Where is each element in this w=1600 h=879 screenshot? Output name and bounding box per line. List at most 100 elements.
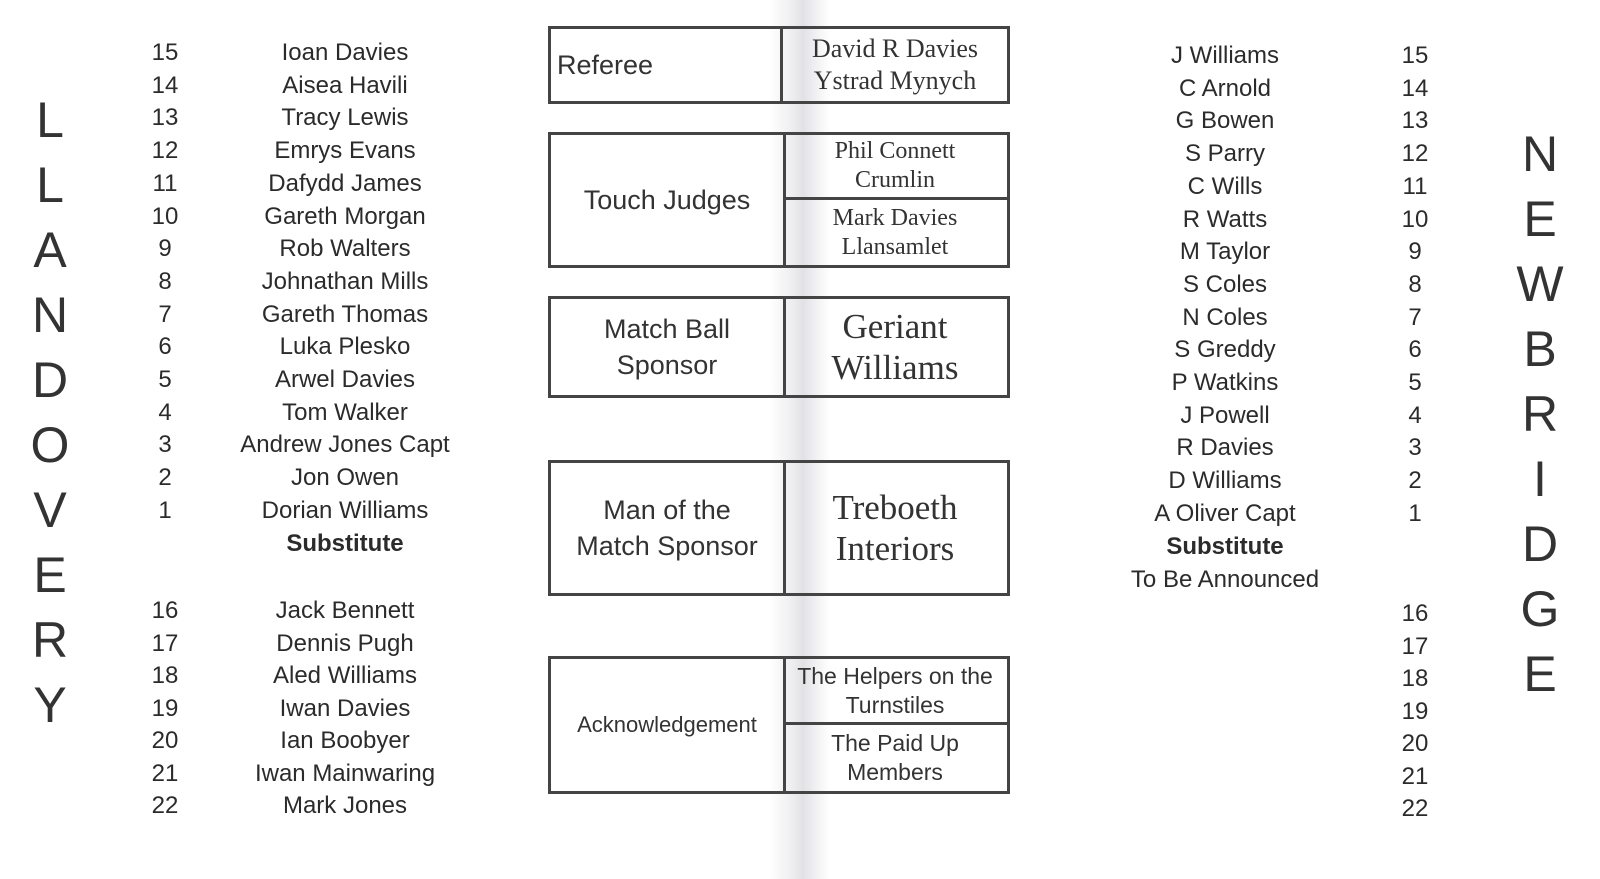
player-row: 3 Andrew Jones Capt xyxy=(0,430,520,460)
player-number: 19 xyxy=(151,694,179,722)
player-name: S Parry xyxy=(1184,140,1265,168)
referee-location: Ystrad Mynych xyxy=(813,66,977,95)
substitute-row: 22 xyxy=(0,794,1460,824)
man-of-match-label-line1: Man of the xyxy=(603,495,731,525)
substitute-row: 18 xyxy=(0,664,1460,694)
player-name: Jon Owen xyxy=(290,464,400,492)
man-of-match-sponsor-box: Man of the Match Sponsor Treboeth Interi… xyxy=(548,460,1010,596)
player-name: N Coles xyxy=(1182,303,1268,331)
player-name: C Arnold xyxy=(1178,74,1272,102)
player-name: Emrys Evans xyxy=(274,137,416,165)
player-number: 18 xyxy=(151,662,179,689)
player-row: S Coles 8 xyxy=(0,270,1460,300)
team-name-letter: Y xyxy=(33,677,67,733)
touch-judges-box: Touch Judges Phil Connett Crumlin Mark D… xyxy=(548,132,1010,268)
team-name-letter: A xyxy=(33,222,67,278)
player-number: 9 xyxy=(158,235,172,263)
match-ball-sponsor-line2: Williams xyxy=(831,348,959,387)
match-ball-sponsor-line1: Geriant xyxy=(842,307,948,346)
player-number: 12 xyxy=(151,137,179,165)
referee-label-text: Referee xyxy=(557,50,654,80)
player-number: 15 xyxy=(1401,42,1429,69)
referee-box: Referee David R Davies Ystrad Mynych xyxy=(548,26,1010,104)
player-name: A Oliver Capt xyxy=(1154,499,1296,527)
player-name: Arwel Davies xyxy=(274,366,416,393)
player-number: 7 xyxy=(158,300,172,328)
team-name-letter: V xyxy=(33,482,67,538)
player-number: 1 xyxy=(1408,499,1422,527)
touch-judges-label: Touch Judges xyxy=(551,135,786,265)
player-name: Dafydd James xyxy=(268,169,422,197)
player-number: 13 xyxy=(151,104,179,132)
team-name-letter: L xyxy=(36,157,64,213)
player-row: 11 Dafydd James xyxy=(0,169,520,199)
player-name: C Wills xyxy=(1187,172,1263,200)
player-number: 22 xyxy=(1401,795,1429,822)
player-number: 10 xyxy=(1401,205,1429,233)
player-name: Luka Plesko xyxy=(279,333,411,361)
man-of-match-label-line2: Match Sponsor xyxy=(576,531,758,561)
substitute-row: 17 xyxy=(0,632,1460,662)
player-name: D Williams xyxy=(1168,467,1282,495)
player-name: M Taylor xyxy=(1179,238,1271,266)
acknowledgement-label-text: Acknowledgement xyxy=(577,712,757,737)
acknowledgement-box: Acknowledgement The Helpers on the Turns… xyxy=(548,656,1010,794)
player-number: 9 xyxy=(1408,238,1422,266)
player-number: 3 xyxy=(158,431,172,459)
acknowledgement-item-1-line2: Turnstiles xyxy=(845,691,945,718)
player-row: S Parry 12 xyxy=(0,139,1460,169)
player-number: 17 xyxy=(151,629,179,657)
substitute-heading: Substitute xyxy=(0,529,520,559)
player-number: 21 xyxy=(1401,762,1429,790)
touch-judge-1: Phil Connett Crumlin xyxy=(783,135,1007,200)
match-ball-sponsor-value: Geriant Williams xyxy=(783,299,1007,395)
player-number: 7 xyxy=(1408,303,1422,331)
referee-label: Referee xyxy=(551,29,783,101)
player-number: 16 xyxy=(151,597,179,624)
player-name: J Powell xyxy=(1180,401,1270,429)
acknowledgement-item-2-line1: The Paid Up xyxy=(831,730,959,756)
player-number: 5 xyxy=(158,366,172,393)
touch-judge-2: Mark Davies Llansamlet xyxy=(783,200,1007,265)
team-name-letter: I xyxy=(1533,451,1547,507)
player-name: S Coles xyxy=(1182,270,1268,298)
player-number: 1 xyxy=(158,496,172,524)
player-number: 8 xyxy=(158,267,172,295)
match-ball-sponsor-box: Match Ball Sponsor Geriant Williams xyxy=(548,296,1010,398)
team-name-letter: D xyxy=(31,352,69,408)
player-number: 11 xyxy=(152,169,178,197)
substitute-note-text: To Be Announced xyxy=(1130,565,1320,593)
player-number: 19 xyxy=(1401,697,1429,725)
team-name-letter: E xyxy=(1523,191,1557,247)
referee-name: David R Davies xyxy=(811,34,979,63)
player-number: 8 xyxy=(1408,270,1422,298)
acknowledgement-item-1: The Helpers on the Turnstiles xyxy=(783,659,1007,725)
player-name: Andrew Jones Capt xyxy=(240,431,450,459)
page-fold-shadow xyxy=(770,0,830,879)
team-name-letter: D xyxy=(1521,516,1559,572)
man-of-match-sponsor-label: Man of the Match Sponsor xyxy=(551,463,786,593)
player-number: 12 xyxy=(1401,140,1429,168)
player-number: 11 xyxy=(1402,172,1428,200)
player-number: 13 xyxy=(1401,107,1429,135)
team-name-letter: R xyxy=(31,612,69,668)
man-of-match-sponsor-value: Treboeth Interiors xyxy=(783,463,1007,593)
substitute-row: 21 xyxy=(0,762,1460,792)
